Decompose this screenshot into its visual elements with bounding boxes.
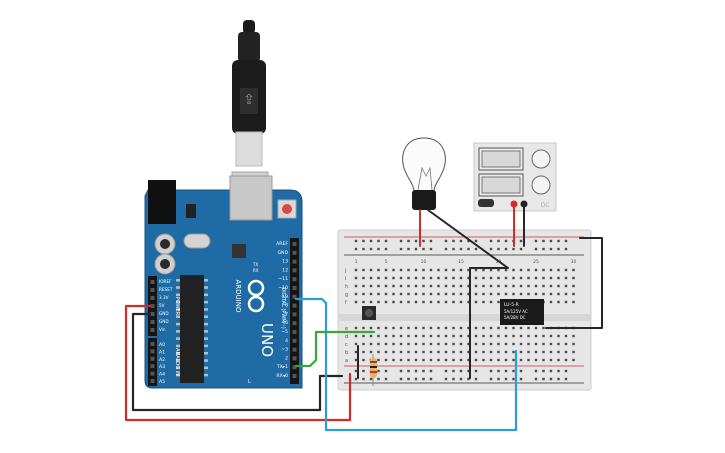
power-switch[interactable] (478, 199, 494, 207)
brand-label: ARDUINO (234, 280, 242, 313)
analog-pin-label: A5 (159, 379, 165, 385)
row-letter: f (345, 300, 347, 306)
svg-text:⇪: ⇪ (243, 92, 255, 108)
wire-green-pin2[interactable] (294, 330, 376, 368)
usb-port (229, 175, 273, 221)
resistor[interactable] (370, 354, 377, 386)
digital-pin-label: 13 (282, 259, 288, 265)
digital-pin-label: RX◂0 (276, 373, 288, 379)
wire-red-5v[interactable] (124, 304, 352, 422)
dc-power-supply[interactable]: DC (473, 142, 557, 212)
voltage-knob[interactable] (531, 149, 551, 169)
digital-pin-labels: AREF GND 13 12 ~11 ~10 ~9 8 7 ~6 ~5 4 ~3 2TX▸1RX◂0 (276, 241, 289, 379)
power-pin-label: RESET (159, 287, 173, 292)
row-letter: d (345, 334, 348, 340)
row-letter: g (345, 292, 348, 298)
digital-pin-label: ~9 (281, 294, 288, 300)
digital-pin-label: 4 (285, 338, 288, 344)
tx-label: TX (252, 262, 258, 267)
digital-pin-label: TX▸1 (276, 364, 288, 370)
digital-header (290, 238, 299, 384)
digital-pin-label: 12 (282, 267, 288, 273)
column-number: 25 (533, 259, 539, 265)
digital-pin-label: GND (277, 250, 288, 256)
digital-pin-label: ~11 (278, 276, 288, 282)
analog-label: ANALOG IN (174, 348, 180, 376)
relay[interactable]: LU-5-R 5A/125V AC 5A/28V DC (500, 299, 544, 325)
header-pins (150, 242, 297, 383)
current-knob[interactable] (531, 175, 551, 195)
l-label: L (248, 379, 251, 385)
column-number: 15 (458, 259, 464, 265)
digital-pin-label: ~10 (278, 285, 288, 291)
power-jack (148, 180, 176, 224)
wire-black-bulb[interactable] (427, 209, 509, 379)
digital-pin-label: 8 (285, 303, 288, 309)
digital-pin-label: 2 (285, 355, 288, 361)
digital-label: DIGITAL (PWM~) (280, 287, 286, 329)
arduino-uno-board[interactable]: ARDUINO UNO DIGITAL (PWM~) POWER ANALOG … (144, 175, 303, 389)
analog-pin-label: A1 (159, 349, 165, 355)
crystal-icon (183, 233, 211, 249)
digital-pin-label: ~3 (281, 347, 288, 353)
power-pin-label: GND (159, 311, 169, 316)
digital-pin-label: ~5 (281, 329, 288, 335)
power-pin-label: 3.3V (159, 295, 169, 300)
digital-pin-label: ~6 (281, 320, 288, 326)
microcontroller-chip (180, 275, 204, 383)
column-number: 10 (421, 259, 427, 265)
column-number: 30 (571, 259, 577, 265)
column-number: 1 (355, 259, 358, 265)
chip-pins (176, 279, 208, 377)
wire-blue-pin10[interactable] (294, 297, 518, 432)
power-pin-labels: IOREF RESET 3.3V 5V GND GND Vin (159, 279, 173, 332)
row-letter: a (345, 358, 348, 364)
relay-label-1: LU-5-R (504, 302, 519, 308)
relay-label-2: 5A/125V AC (504, 309, 528, 314)
analog-pin-label: A4 (159, 372, 165, 378)
row-letter: i (345, 276, 346, 282)
rx-label: RX (253, 268, 259, 273)
row-letter: b (345, 350, 348, 356)
wire-black-relay[interactable] (545, 237, 603, 329)
power-pin-label: IOREF (159, 279, 172, 284)
model-label: UNO (258, 323, 276, 357)
push-button[interactable] (362, 306, 376, 320)
analog-pin-label: A3 (159, 364, 165, 370)
digital-pin-label: 7 (285, 311, 288, 317)
power-pin-label: Vin (159, 327, 166, 332)
row-letter: j (344, 268, 346, 274)
analog-pin-label: A0 (159, 342, 165, 348)
row-letter: e (345, 326, 348, 332)
row-letter: c (345, 342, 348, 348)
row-letter: h (345, 284, 348, 290)
column-number: 5 (385, 259, 388, 265)
wire-black-gnd[interactable] (131, 312, 344, 412)
analog-pin-label: A2 (159, 357, 165, 363)
analog-header (148, 338, 157, 386)
power-pin-label: GND (159, 319, 169, 324)
light-bulb[interactable] (402, 137, 446, 210)
digital-pin-label: AREF (276, 241, 288, 247)
relay-label-3: 5A/28V DC (504, 315, 526, 320)
supply-label: DC (541, 202, 550, 209)
power-label: POWER (174, 297, 180, 316)
power-pin-label: 5V (159, 303, 165, 308)
